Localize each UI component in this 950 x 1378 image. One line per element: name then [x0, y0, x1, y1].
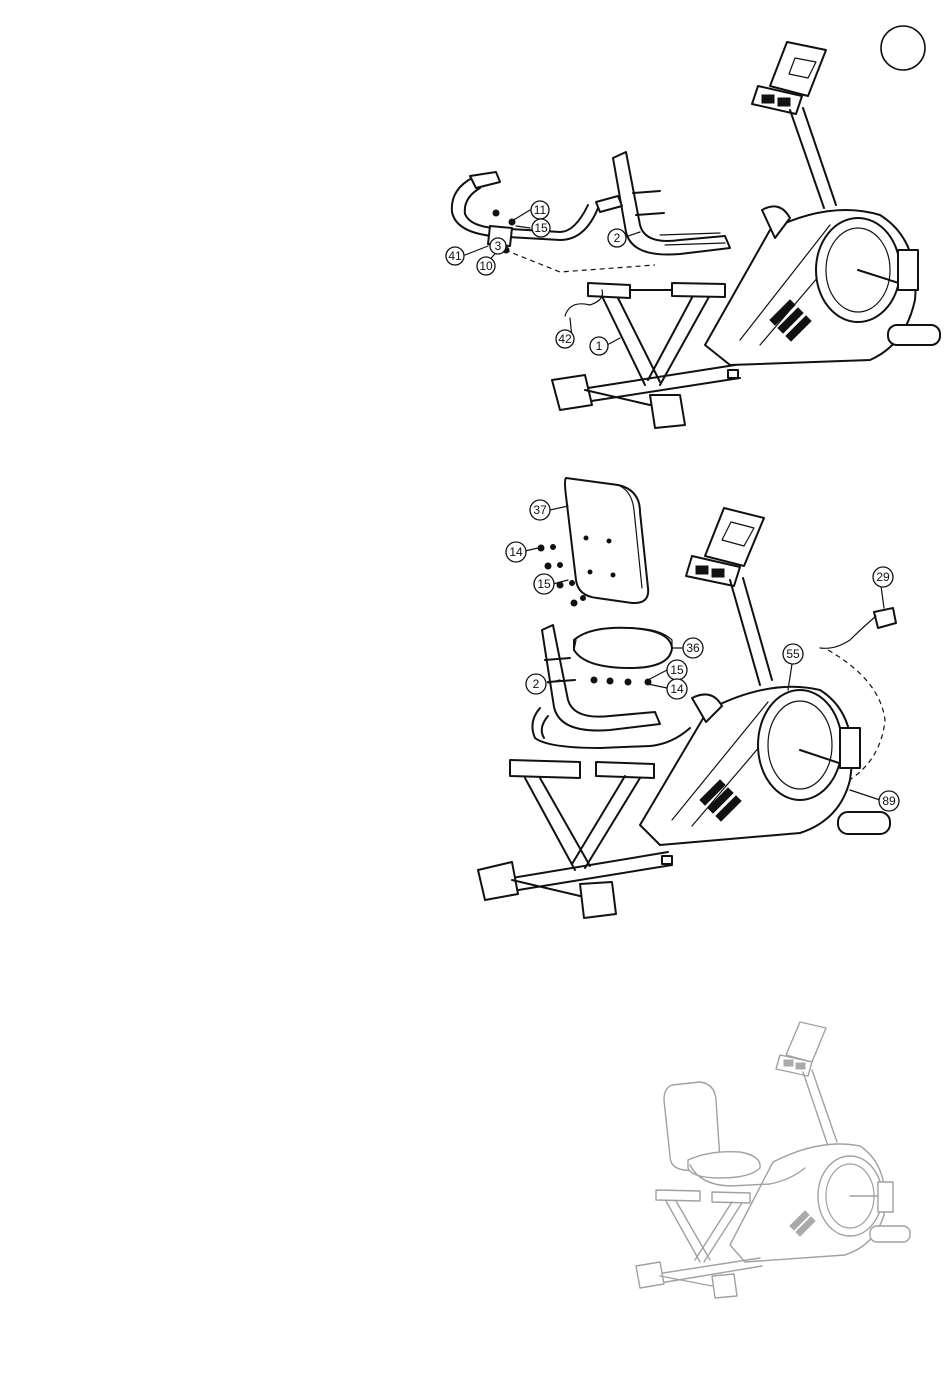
leveler [728, 370, 738, 378]
backrest-support-frame [613, 152, 730, 255]
console-display [786, 1022, 826, 1062]
power-adapter [874, 608, 896, 628]
callout-3: 3 [490, 238, 506, 254]
svg-text:10: 10 [479, 259, 493, 273]
diagram-assembled-bike [636, 1022, 910, 1298]
leveler [662, 856, 672, 864]
front-stabilizer [888, 325, 940, 345]
callout-41: 41 [446, 247, 464, 265]
callout-15: 15 [534, 574, 554, 594]
svg-text:37: 37 [533, 503, 547, 517]
washer [493, 210, 499, 216]
callout-36: 36 [683, 638, 703, 658]
pedal [840, 728, 860, 768]
svg-text:1: 1 [596, 339, 603, 353]
console-display [770, 42, 826, 96]
handlebar-alignment-line [505, 250, 655, 272]
svg-text:14: 14 [670, 682, 684, 696]
callout-14-seat: 14 [667, 679, 687, 699]
seat-cushion [574, 628, 672, 668]
callout-29: 29 [873, 567, 893, 587]
callout-42: 42 [556, 330, 574, 348]
svg-text:89: 89 [882, 794, 896, 808]
callout-55: 55 [783, 644, 803, 664]
handlebar-grip-right [596, 196, 622, 212]
front-stabilizer [838, 812, 890, 834]
flywheel-cover [758, 690, 842, 800]
svg-text:2: 2 [533, 677, 540, 691]
seat-screws [591, 677, 651, 685]
diagram-seat-backrest-and-adapter: 37 14 15 29 36 55 15 14 2 89 [478, 478, 899, 918]
svg-text:55: 55 [786, 647, 800, 661]
svg-text:15: 15 [670, 663, 684, 677]
svg-text:11: 11 [534, 203, 547, 217]
seat-rail-left [588, 283, 630, 298]
svg-text:36: 36 [686, 641, 700, 655]
rear-foot-right [650, 395, 685, 428]
callout-1: 1 [590, 337, 608, 355]
callout-89: 89 [879, 791, 899, 811]
callout-37: 37 [530, 500, 550, 520]
callout-11: 11 [531, 201, 549, 219]
seat-cushion [688, 1152, 760, 1178]
callout-2: 2 [608, 229, 626, 247]
callout-2: 2 [526, 674, 546, 694]
callout-15-seat: 15 [667, 660, 687, 680]
rear-foot-right [580, 882, 616, 918]
svg-text:42: 42 [558, 332, 572, 346]
svg-text:3: 3 [495, 239, 502, 253]
pedal [878, 1182, 893, 1212]
seat-rail-right [672, 283, 725, 297]
svg-text:14: 14 [509, 545, 523, 559]
diagram-frame-and-handlebar: 11 15 2 41 3 10 42 1 [446, 42, 940, 428]
adapter-cable [820, 616, 876, 648]
callout-14: 14 [506, 542, 526, 562]
svg-text:41: 41 [448, 249, 462, 263]
svg-text:29: 29 [876, 570, 890, 584]
callout-10: 10 [477, 257, 495, 275]
handlebar-grip-left [470, 172, 500, 188]
console-display [705, 508, 764, 566]
rear-foot-left [552, 375, 592, 410]
seat-post-front [600, 292, 660, 385]
console-mast [803, 1070, 837, 1146]
svg-text:15: 15 [537, 577, 551, 591]
front-stabilizer [870, 1226, 910, 1242]
pedal [898, 250, 918, 290]
svg-text:15: 15 [534, 221, 548, 235]
seat-rail-left [510, 760, 580, 778]
step-number-badge [881, 26, 925, 70]
svg-text:2: 2 [614, 231, 621, 245]
callout-15: 15 [532, 219, 550, 237]
console-mast [730, 578, 772, 685]
